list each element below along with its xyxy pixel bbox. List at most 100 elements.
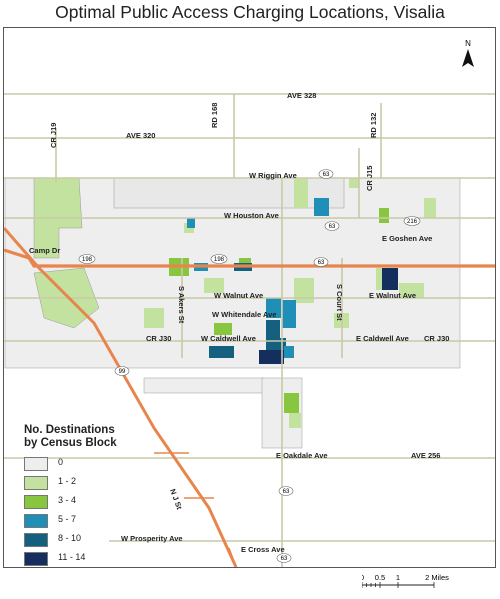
block-w (266, 320, 280, 338)
label-rd-132: RD 132 (369, 113, 378, 138)
block-q (314, 198, 329, 216)
scale-tick-2: 2 Miles (425, 573, 449, 582)
block-u (266, 298, 281, 318)
block-m (284, 393, 299, 413)
label-ave-256: AVE 256 (411, 451, 440, 460)
shield-216: 216 (403, 216, 421, 226)
shield-63-south: 63 (278, 486, 294, 496)
route-shields: 63 198 63 198 63 216 99 63 63 (78, 169, 421, 563)
label-goshen: E Goshen Ave (382, 234, 432, 243)
svg-text:63: 63 (329, 224, 336, 230)
svg-text:198: 198 (214, 257, 225, 263)
legend-swatch (24, 533, 48, 547)
label-cr-j15: CR J15 (365, 166, 374, 191)
scale-tick-1: 1 (396, 573, 400, 582)
shield-99: 99 (114, 366, 130, 376)
legend-label: 8 - 10 (58, 533, 82, 543)
label-court: S Court St (335, 284, 344, 321)
legend-row: 1 - 2 (24, 473, 164, 492)
south-blocks (143, 377, 265, 394)
legend-row: 0 (24, 454, 164, 473)
legend-swatch (24, 476, 48, 490)
block-aa (284, 346, 294, 358)
block-d (294, 178, 308, 208)
legend-row: 3 - 4 (24, 492, 164, 511)
block-k (214, 323, 232, 335)
scale-tick-0: 0 (362, 573, 364, 582)
svg-text:216: 216 (407, 219, 418, 225)
label-n-j-st: N J St (168, 488, 184, 512)
svg-text:99: 99 (119, 369, 126, 375)
block-z (259, 350, 284, 364)
legend-swatch (24, 514, 48, 528)
label-prosperity: W Prosperity Ave (121, 534, 183, 543)
block-n (289, 413, 301, 428)
label-caldwell-e: E Caldwell Ave (356, 334, 409, 343)
label-ave-320: AVE 320 (126, 131, 155, 140)
shield-63-mid: 63 (324, 221, 340, 231)
label-camp-dr: Camp Dr (29, 246, 60, 255)
shield-63-center: 63 (313, 257, 329, 267)
road-labels: AVE 328 AVE 320 CR J19 RD 168 RD 132 CR … (29, 91, 449, 554)
legend-row: 11 - 14 (24, 549, 164, 568)
north-arrow: N (460, 38, 476, 70)
block-h (399, 283, 424, 298)
label-cross: E Cross Ave (241, 545, 285, 554)
svg-text:63: 63 (283, 489, 290, 495)
legend: No. Destinations by Census Block 0 1 - 2 3… (24, 424, 164, 568)
scale-tick-0-5: 0.5 (375, 573, 385, 582)
label-cr-j30-e: CR J30 (424, 334, 449, 343)
label-ave-328: AVE 328 (287, 91, 316, 100)
block-e (349, 178, 359, 188)
block-f (424, 198, 436, 218)
legend-title-line2: by Census Block (24, 437, 117, 449)
map-title: Optimal Public Access Charging Locations… (55, 2, 445, 22)
north-arrow-label: N (465, 39, 471, 48)
label-rd-168: RD 168 (210, 103, 219, 128)
roads (4, 93, 495, 567)
label-riggin: W Riggin Ave (249, 171, 297, 180)
block-v (282, 300, 296, 328)
svg-text:63: 63 (318, 260, 325, 266)
legend-label: 1 - 2 (58, 476, 77, 486)
label-caldwell-w: W Caldwell Ave (201, 334, 256, 343)
block-i (294, 278, 314, 303)
legend-row: 5 - 7 (24, 511, 164, 530)
legend-rows: 0 1 - 2 3 - 4 5 - 7 8 - 10 11 - 14 (24, 454, 164, 568)
block-o (144, 308, 164, 328)
shield-198-west: 198 (78, 254, 96, 264)
legend-label: 11 - 14 (58, 552, 86, 562)
legend-title-line1: No. Destinations (24, 424, 115, 436)
svg-text:63: 63 (281, 556, 288, 562)
shield-198-mid: 198 (210, 254, 228, 264)
legend-label: 3 - 4 (58, 495, 77, 505)
legend-label: 5 - 7 (58, 514, 77, 524)
block-ab (382, 268, 398, 290)
shield-63-north: 63 (318, 169, 334, 179)
legend-swatch (24, 552, 48, 566)
label-cr-j19: CR J19 (49, 123, 58, 148)
block-c (379, 208, 389, 223)
label-cr-j30-w: CR J30 (146, 334, 171, 343)
legend-swatch (24, 457, 48, 471)
scale-bar: 0 0.5 1 2 Miles (360, 572, 494, 594)
label-walnut-w: W Walnut Ave (214, 291, 263, 300)
label-houston: W Houston Ave (224, 211, 279, 220)
svg-text:198: 198 (82, 257, 93, 263)
map-frame: AVE 328 AVE 320 CR J19 RD 168 RD 132 CR … (3, 27, 496, 568)
legend-row: 8 - 10 (24, 530, 164, 549)
label-akers: S Akers St (177, 286, 186, 324)
label-whitendale: W Whitendale Ave (212, 310, 276, 319)
shield-63-bottom: 63 (276, 553, 292, 563)
svg-text:63: 63 (323, 172, 330, 178)
label-oakdale: E Oakdale Ave (276, 451, 328, 460)
legend-label: 0 (58, 457, 64, 467)
label-walnut-e: E Walnut Ave (369, 291, 416, 300)
block-y (209, 346, 234, 358)
block-j (204, 278, 224, 293)
north-arrow-icon (462, 49, 474, 67)
legend-swatch (24, 495, 48, 509)
map-canvas: AVE 328 AVE 320 CR J19 RD 168 RD 132 CR … (4, 91, 495, 567)
block-r (187, 218, 195, 228)
north-blocks (113, 177, 345, 209)
